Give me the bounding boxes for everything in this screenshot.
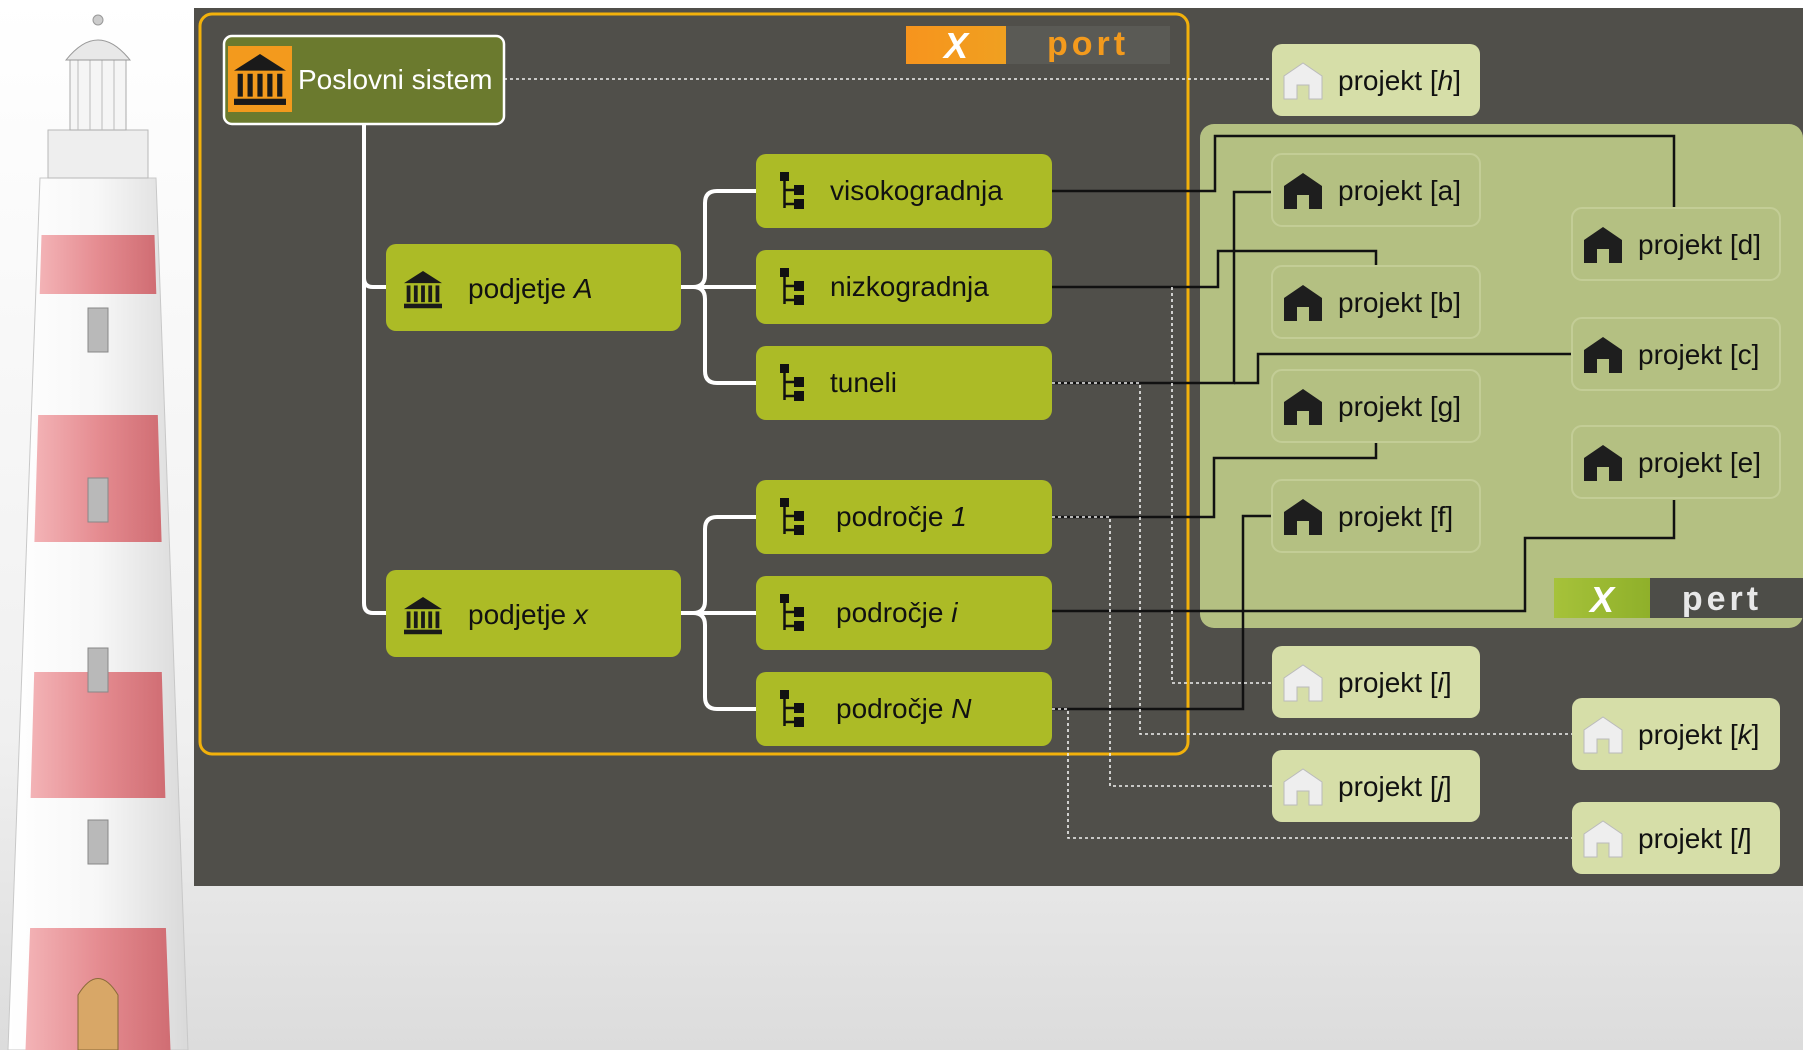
- project-node-l: projekt [l]: [1572, 802, 1780, 874]
- division-node-visokogradnja: visokogradnja: [756, 154, 1052, 228]
- xport-logo: X port: [906, 25, 1170, 66]
- project-node-d: projekt [d]: [1571, 207, 1781, 281]
- project-label: projekt [j]: [1338, 771, 1452, 802]
- hierarchy-icon: [780, 268, 804, 305]
- house-icon: [1284, 173, 1322, 209]
- division-node-podrocjei: področje i: [756, 576, 1052, 650]
- link-podrocje1-j: [1052, 516, 1272, 787]
- division-label: visokogradnja: [830, 175, 1003, 206]
- solid-project-links: [1052, 134, 1676, 711]
- tree-connectors: [362, 124, 756, 711]
- xport-logo-mark: X: [942, 25, 970, 66]
- company-node-A: podjetje A: [386, 244, 681, 331]
- lighthouse-illustration: [7, 14, 189, 1050]
- project-label: projekt [k]: [1638, 719, 1759, 750]
- link-podrocjeN-f: [1052, 514, 1272, 711]
- root-node: Poslovni sistem: [222, 34, 506, 126]
- root-label: Poslovni sistem: [298, 64, 493, 95]
- link-nizkogradnja-b: [1052, 249, 1378, 289]
- division-label: nizkogradnja: [830, 271, 989, 302]
- link-visokogradnja-d: [1052, 134, 1676, 208]
- project-node-b: projekt [b]: [1271, 265, 1481, 339]
- institution-icon: [234, 54, 286, 105]
- project-node-f: projekt [f]: [1271, 479, 1481, 553]
- institution-icon: [404, 597, 442, 635]
- project-label: projekt [l]: [1638, 823, 1752, 854]
- company-label: podjetje x: [468, 599, 589, 630]
- dotted-project-links: [504, 78, 1572, 839]
- company-label: podjetje A: [468, 273, 593, 304]
- diagram-nodes: Poslovni sistem podjetje A podjetje x visok…: [222, 34, 1781, 874]
- division-label: področje N: [836, 693, 972, 724]
- project-node-g: projekt [g]: [1271, 369, 1481, 443]
- link-podrocje1-g: [1052, 442, 1378, 519]
- project-label: projekt [h]: [1338, 65, 1461, 96]
- project-label: projekt [e]: [1638, 447, 1761, 478]
- project-label: projekt [d]: [1638, 229, 1761, 260]
- company-node-x: podjetje x: [386, 570, 681, 657]
- link-tuneli-a: [1052, 190, 1272, 385]
- project-label: projekt [b]: [1338, 287, 1461, 318]
- division-node-podrocje1: področje 1: [756, 480, 1052, 554]
- house-icon: [1583, 820, 1623, 858]
- xpert-logo-mark: X: [1588, 579, 1616, 620]
- project-node-c: projekt [c]: [1571, 317, 1781, 391]
- hierarchy-icon: [780, 498, 804, 535]
- project-node-i: projekt [i]: [1272, 646, 1480, 718]
- division-label: področje i: [836, 597, 958, 628]
- project-label: projekt [a]: [1338, 175, 1461, 206]
- division-node-nizkogradnja: nizkogradnja: [756, 250, 1052, 324]
- project-node-a: projekt [a]: [1271, 153, 1481, 227]
- house-icon: [1283, 664, 1323, 702]
- institution-icon: [404, 271, 442, 309]
- house-icon: [1284, 499, 1322, 535]
- link-tuneli-c: [1234, 352, 1572, 385]
- division-label: področje 1: [836, 501, 967, 532]
- hierarchy-icon: [780, 594, 804, 631]
- link-podrocjei-e: [1052, 500, 1676, 613]
- xpert-logo: X pert: [1554, 578, 1803, 620]
- project-node-k: projekt [k]: [1572, 698, 1780, 770]
- link-tuneli-k: [1052, 382, 1572, 735]
- hierarchy-icon: [780, 172, 804, 209]
- house-icon: [1284, 285, 1322, 321]
- house-icon: [1283, 62, 1323, 100]
- house-icon: [1584, 337, 1622, 373]
- hierarchy-icon: [780, 690, 804, 727]
- project-node-h: projekt [h]: [1272, 44, 1480, 116]
- division-label: tuneli: [830, 367, 897, 398]
- project-node-j: projekt [j]: [1272, 750, 1480, 822]
- project-label: projekt [f]: [1338, 501, 1453, 532]
- link-podrocjeN-l: [1052, 708, 1572, 839]
- link-nizkogradnja-i: [1171, 287, 1272, 684]
- hierarchy-icon: [780, 364, 804, 401]
- project-label: projekt [c]: [1638, 339, 1759, 370]
- xport-logo-word: port: [1047, 25, 1129, 63]
- house-icon: [1583, 716, 1623, 754]
- division-node-tuneli: tuneli: [756, 346, 1052, 420]
- xpert-logo-word: pert: [1682, 580, 1762, 618]
- project-label: projekt [i]: [1338, 667, 1452, 698]
- house-icon: [1283, 768, 1323, 806]
- project-node-e: projekt [e]: [1571, 425, 1781, 499]
- project-label: projekt [g]: [1338, 391, 1461, 422]
- house-icon: [1584, 227, 1622, 263]
- house-icon: [1584, 445, 1622, 481]
- house-icon: [1284, 389, 1322, 425]
- division-node-podrocjeN: področje N: [756, 672, 1052, 746]
